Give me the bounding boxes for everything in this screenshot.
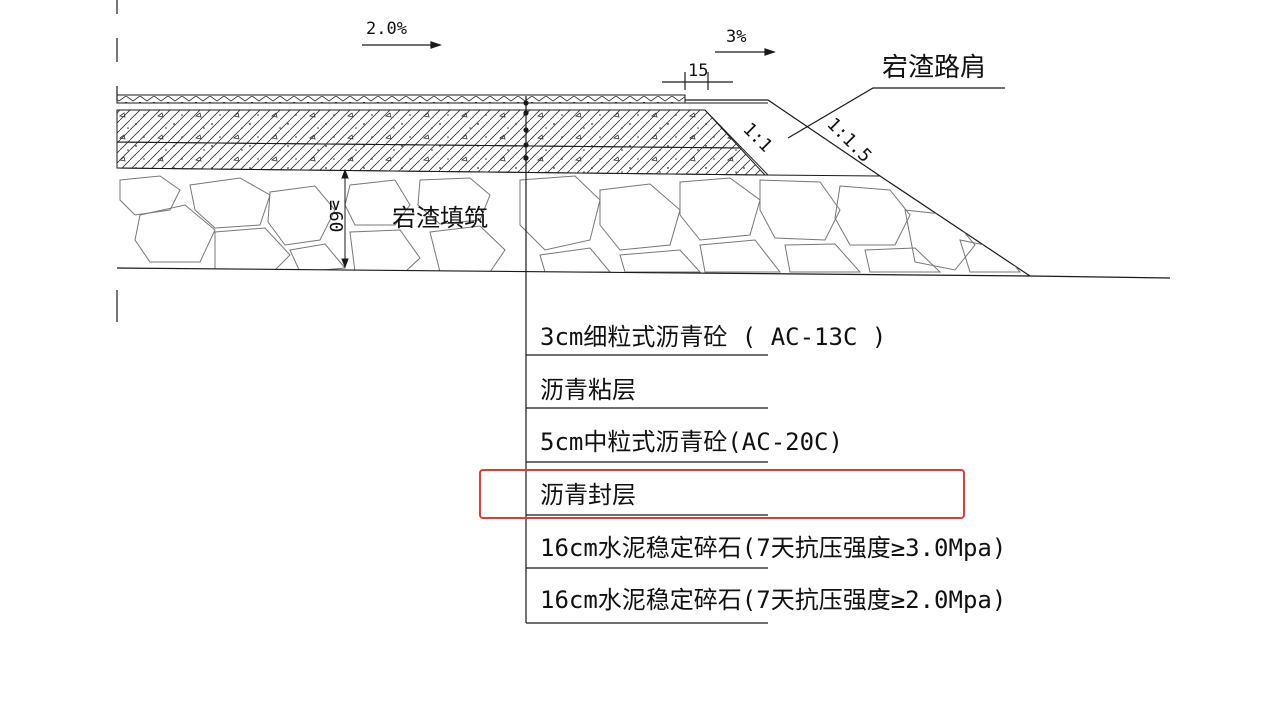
- fill-name-label: 宕渣填筑: [392, 204, 488, 232]
- leader-line: [523, 96, 529, 623]
- svg-text:16cm水泥稳定碎石(7天抗压强度≥3.0Mpa): 16cm水泥稳定碎石(7天抗压强度≥3.0Mpa): [540, 534, 1006, 562]
- shoulder: [685, 99, 1031, 277]
- layer-list: 3cm细粒式沥青砼 ( AC-13C ) 沥青粘层 5cm中粒式沥青砼(AC-2…: [479, 323, 1006, 624]
- highlight-box: [479, 469, 965, 519]
- layer-item: 沥青粘层: [526, 376, 768, 409]
- shoulder-slope-label: 3%: [726, 27, 746, 47]
- thickness-dimension: [341, 168, 349, 269]
- layer-item: 16cm水泥稳定碎石(7天抗压强度≥2.0Mpa): [526, 586, 1006, 624]
- main-slope-label: 2.0%: [366, 19, 407, 39]
- fill-thickness-label: ≥60: [325, 200, 346, 233]
- layer-item: 5cm中粒式沥青砼(AC-20C): [526, 428, 843, 463]
- shoulder-leader: [787, 87, 1005, 139]
- svg-text:3cm细粒式沥青砼 ( AC-13C ): 3cm细粒式沥青砼 ( AC-13C ): [540, 323, 886, 351]
- slope-ratio-2-label: 1:1.5: [822, 114, 875, 167]
- layer-item-highlighted: 沥青封层: [479, 469, 965, 519]
- shoulder-name-label: 宕渣路肩: [882, 53, 986, 83]
- slope-arrows: [362, 41, 776, 90]
- svg-text:沥青粘层: 沥青粘层: [540, 376, 636, 404]
- layer-item: 3cm细粒式沥青砼 ( AC-13C ): [526, 323, 886, 356]
- svg-text:沥青封层: 沥青封层: [540, 481, 636, 509]
- svg-text:16cm水泥稳定碎石(7天抗压强度≥2.0Mpa): 16cm水泥稳定碎石(7天抗压强度≥2.0Mpa): [540, 586, 1006, 614]
- base-layers: [116, 102, 769, 176]
- offset-width-label: 15: [688, 61, 708, 81]
- svg-text:5cm中粒式沥青砼(AC-20C): 5cm中粒式沥青砼(AC-20C): [540, 428, 843, 456]
- rock-fill: [116, 167, 1171, 279]
- surface-course: [116, 94, 686, 111]
- layer-item: 16cm水泥稳定碎石(7天抗压强度≥3.0Mpa): [526, 534, 1006, 569]
